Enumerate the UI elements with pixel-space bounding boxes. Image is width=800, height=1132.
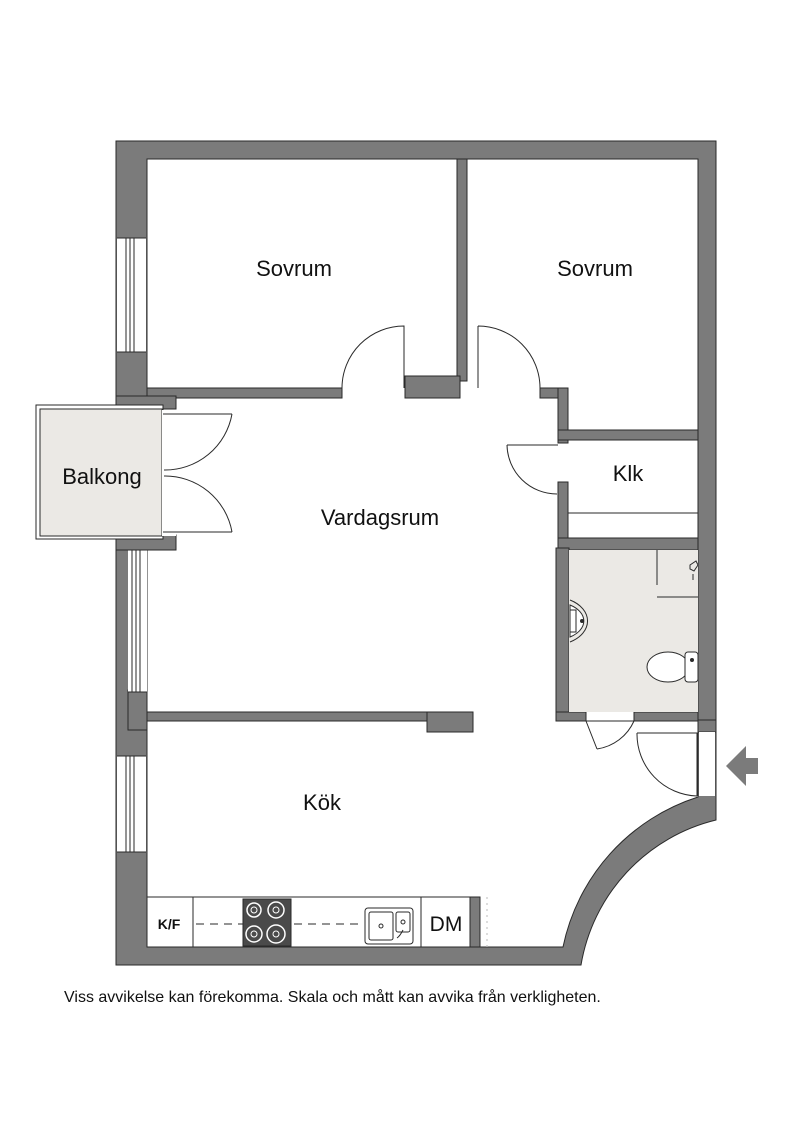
left-wall-lower-section	[127, 689, 148, 731]
room-label-sovrum-right: Sovrum	[557, 256, 633, 281]
windows	[117, 237, 715, 853]
klk-top-wall	[557, 429, 699, 441]
left-bedroom-bottom-wall	[146, 387, 343, 399]
room-label-balkong: Balkong	[62, 464, 142, 489]
disclaimer-text: Viss avvikelse kan förekomma. Skala och …	[64, 989, 601, 1006]
entrance-jamb	[697, 719, 717, 733]
kitchen-counter	[146, 896, 481, 948]
room-label-kok: Kök	[303, 790, 342, 815]
door-swing-icon	[506, 444, 558, 495]
dishwasher-label: DM	[430, 913, 463, 936]
door-swing-icon	[163, 413, 233, 533]
bath-left-wall	[555, 547, 570, 721]
bath-bottom-wall-a	[555, 711, 587, 722]
door-swing-icon	[341, 325, 405, 389]
entrance-arrow-icon	[726, 746, 758, 786]
entrance-opening	[699, 732, 715, 796]
living-kitchen-wall-stub	[426, 711, 474, 733]
left-bedroom-bottom-wall-stub	[404, 375, 461, 399]
window-icon	[128, 549, 147, 693]
klk-bath-wall	[557, 537, 699, 551]
door-swing-icon	[477, 325, 541, 389]
klk-left-wall	[557, 481, 569, 541]
room-label-vardagsrum: Vardagsrum	[321, 505, 439, 530]
right-bedroom-bottom-wall-b	[557, 387, 569, 444]
fridge-freezer-label: K/F	[158, 916, 181, 932]
shower-fixture	[656, 550, 699, 598]
bathroom-floor	[569, 550, 698, 712]
bath-bottom-wall-b	[633, 711, 699, 722]
door-swing-icon	[636, 732, 698, 797]
window-icon	[117, 237, 146, 353]
sink-icon	[364, 907, 414, 945]
washbasin-icon	[569, 599, 588, 643]
stove-icon	[242, 898, 292, 947]
room-label-klk: Klk	[613, 461, 645, 486]
bedroom-partition	[456, 158, 468, 382]
doors	[163, 325, 698, 797]
window-icon	[117, 755, 146, 853]
balcony	[35, 404, 176, 540]
toilet-icon	[646, 651, 699, 683]
door-swing-icon	[585, 720, 635, 750]
exterior-wall	[115, 140, 717, 966]
living-kitchen-wall	[146, 711, 474, 722]
room-label-sovrum-left: Sovrum	[256, 256, 332, 281]
